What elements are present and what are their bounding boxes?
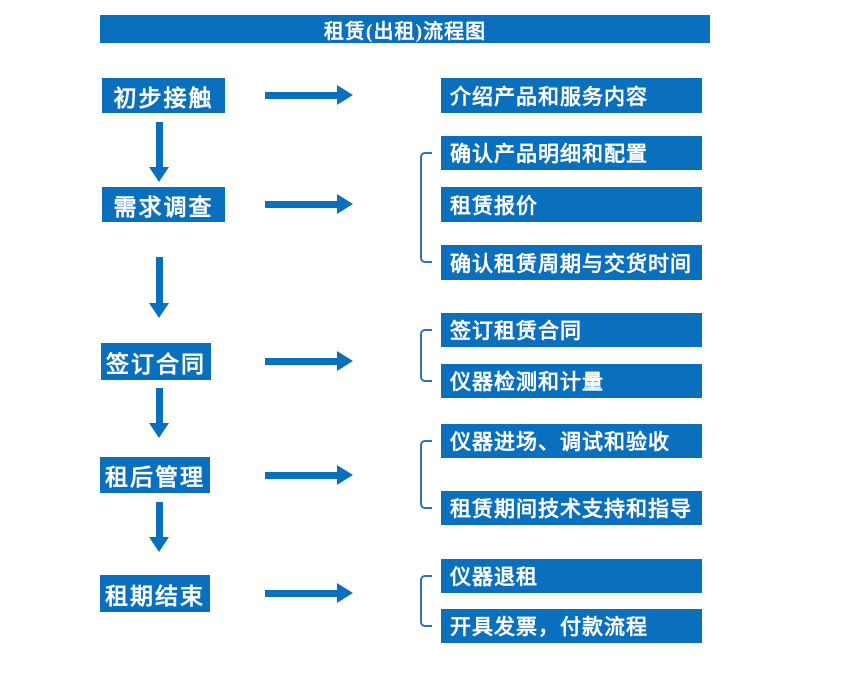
arrow-right-icon: [265, 465, 353, 485]
step-box-demand-survey: 需求调查: [102, 187, 225, 222]
group-bracket: [420, 575, 432, 627]
page-title: 租赁(出租)流程图: [100, 15, 710, 43]
detail-box-technical-support: 租赁期间技术支持和指导: [441, 491, 702, 525]
detail-box-introduce-products: 介绍产品和服务内容: [441, 78, 702, 113]
detail-box-instrument-setup: 仪器进场、调试和验收: [441, 424, 702, 458]
arrow-down-icon: [149, 122, 169, 182]
step-box-rental-end: 租期结束: [100, 575, 210, 612]
group-bracket: [420, 329, 432, 382]
arrow-right-icon: [265, 194, 353, 214]
group-bracket: [420, 440, 432, 509]
step-box-sign-contract: 签订合同: [101, 343, 211, 380]
detail-box-confirm-rental-period: 确认租赁周期与交货时间: [441, 245, 702, 280]
detail-box-rental-quote: 租赁报价: [441, 187, 702, 222]
detail-box-invoice-payment: 开具发票，付款流程: [441, 609, 702, 643]
detail-box-instrument-return: 仪器退租: [441, 559, 702, 593]
detail-box-instrument-inspection: 仪器检测和计量: [441, 364, 702, 398]
step-box-initial-contact: 初步接触: [102, 78, 225, 113]
arrow-right-icon: [265, 351, 353, 371]
detail-box-confirm-product-details: 确认产品明细和配置: [441, 136, 702, 170]
arrow-down-icon: [149, 502, 169, 552]
group-bracket: [420, 152, 432, 263]
arrow-down-icon: [149, 388, 169, 438]
detail-box-sign-rental-contract: 签订租赁合同: [441, 313, 702, 347]
arrow-down-icon: [149, 257, 169, 318]
step-box-post-rental-management: 租后管理: [100, 457, 210, 493]
arrow-right-icon: [265, 583, 353, 603]
arrow-right-icon: [265, 85, 353, 105]
